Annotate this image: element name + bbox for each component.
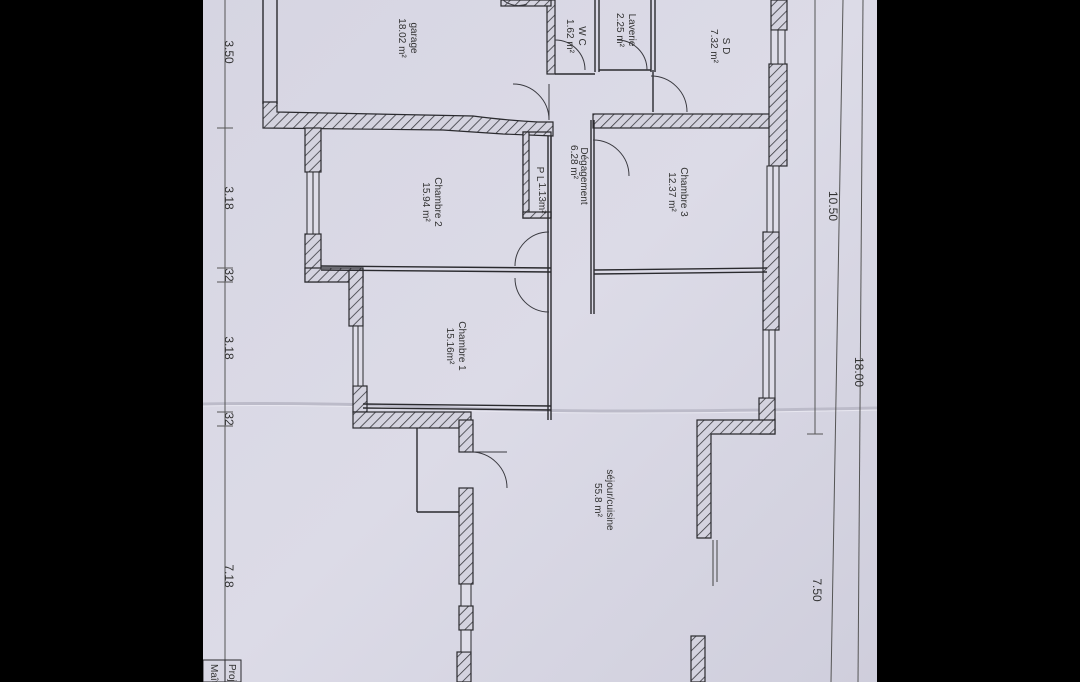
floor-plan-sheet: garage 18.02 m² W C 1.62 m² Laverie 2.25…	[203, 0, 877, 682]
room-area-chambre3: 12.37 m²	[666, 172, 677, 212]
room-name-degagement: Dégagement	[578, 147, 589, 204]
windows	[306, 29, 786, 653]
partitions	[262, 0, 768, 513]
room-name-laverie: Laverie	[626, 14, 637, 47]
dim-left-b: 3.18	[222, 186, 236, 210]
left-dimension-line	[217, 0, 233, 682]
room-degagement: Dégagement 6.28 m²	[568, 145, 589, 205]
dim-left-d: 3.18	[222, 336, 236, 360]
room-laverie: Laverie 2.25 m²	[614, 13, 637, 48]
room-name-chambre1: Chambre 1	[456, 321, 467, 371]
title-block: Proj Maît	[203, 659, 242, 682]
dim-right-b: 18.00	[852, 357, 866, 387]
room-area-chambre1: 15.16m²	[444, 328, 455, 365]
dim-left-a: 3.50	[222, 40, 236, 64]
title-block-line2: Maît	[208, 664, 219, 682]
door-swings	[470, 0, 688, 489]
dim-right-a: 10.50	[826, 191, 840, 221]
room-name-sd: S D	[720, 38, 731, 55]
room-sd: S D 7.32 m²	[708, 29, 731, 64]
room-name-chambre2: Chambre 2	[432, 177, 443, 227]
room-area-laverie: 2.25 m²	[614, 13, 625, 48]
room-area-wc: 1.62 m²	[564, 19, 575, 54]
room-name-garage: garage	[408, 22, 419, 54]
dim-right-c: 7.50	[810, 578, 824, 602]
room-area-sd: 7.32 m²	[708, 29, 719, 64]
room-area-degagement: 6.28 m²	[568, 145, 579, 180]
room-chambre3: Chambre 3 12.37 m²	[666, 167, 689, 217]
right-dimension-lines	[807, 0, 864, 682]
room-name-chambre3: Chambre 3	[678, 167, 689, 217]
room-chambre1: Chambre 1 15.16m²	[444, 321, 467, 371]
walls	[262, 0, 788, 682]
room-sejour: séjour/cuisine 55.8 m²	[592, 469, 615, 531]
dimension-labels: 3.50 3.18 32 3.18 32 7.18 10.50 18.00 7.…	[222, 40, 866, 602]
dim-left-f: 7.18	[222, 564, 236, 588]
room-name-sejour: séjour/cuisine	[604, 469, 615, 531]
room-pl: P L 1.13m²	[534, 167, 547, 215]
room-name-pl: P L	[534, 167, 545, 182]
dim-left-e: 32	[222, 412, 236, 426]
room-area-chambre2: 15.94 m²	[420, 182, 431, 222]
room-name-wc: W C	[576, 26, 587, 45]
room-area-sejour: 55.8 m²	[592, 483, 603, 518]
floor-plan-drawing: garage 18.02 m² W C 1.62 m² Laverie 2.25…	[203, 0, 877, 682]
room-garage: garage 18.02 m²	[396, 18, 419, 58]
dim-left-c: 32	[222, 268, 236, 282]
room-area-garage: 18.02 m²	[396, 18, 407, 58]
room-chambre2: Chambre 2 15.94 m²	[420, 177, 443, 227]
stair-arrow-marks	[712, 540, 718, 586]
title-block-line1: Proj	[226, 664, 237, 682]
room-area-pl: 1.13m²	[536, 182, 547, 214]
room-wc: W C 1.62 m²	[564, 19, 587, 54]
